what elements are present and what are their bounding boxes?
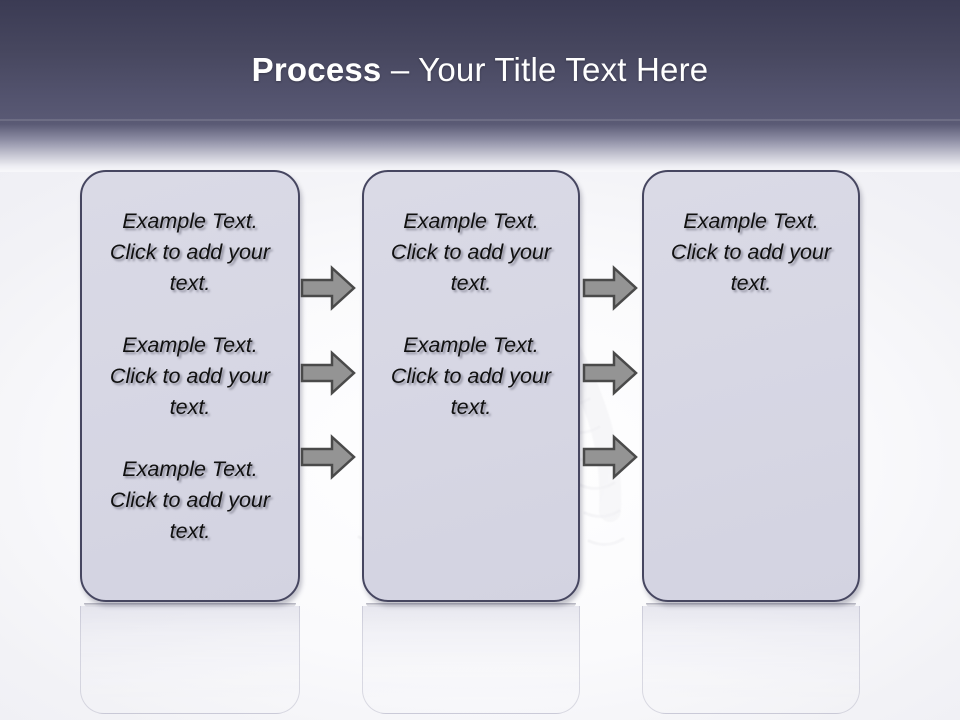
arrow-right-2-middle[interactable] (582, 350, 638, 396)
arrow-right-2-top[interactable] (582, 265, 638, 311)
process-box-3-reflection-cap (646, 603, 856, 607)
arrow-right-icon (582, 350, 638, 396)
process-box-2[interactable]: Example Text. Click to add your text. Ex… (362, 170, 580, 602)
process-box-2-paragraph-1[interactable]: Example Text. Click to add your text. (390, 209, 552, 295)
process-box-1[interactable]: Example Text. Click to add your text. Ex… (80, 170, 300, 602)
slide-title: Process – Your Title Text Here (0, 50, 960, 90)
arrow-right-2-bottom[interactable] (582, 434, 638, 480)
process-box-1-paragraph-3[interactable]: Example Text. Click to add your text. (109, 457, 271, 543)
arrow-right-1-top[interactable] (300, 265, 356, 311)
arrow-right-1-middle[interactable] (300, 350, 356, 396)
title-banner-fade (0, 124, 960, 172)
process-box-1-paragraph-1[interactable]: Example Text. Click to add your text. (109, 209, 271, 295)
arrow-right-icon (300, 434, 356, 480)
process-box-1-paragraph-2[interactable]: Example Text. Click to add your text. (109, 333, 271, 419)
arrow-right-icon (582, 434, 638, 480)
process-box-3[interactable]: Example Text. Click to add your text. (642, 170, 860, 602)
arrow-right-icon (300, 350, 356, 396)
process-box-3-paragraph-1[interactable]: Example Text. Click to add your text. (670, 209, 832, 295)
process-box-3-reflection (642, 606, 860, 714)
process-box-2-paragraph-2[interactable]: Example Text. Click to add your text. (390, 333, 552, 419)
process-box-2-reflection-cap (366, 603, 576, 607)
arrow-right-icon (582, 265, 638, 311)
slide-title-rest: – Your Title Text Here (381, 51, 709, 88)
arrow-right-1-bottom[interactable] (300, 434, 356, 480)
process-box-2-reflection (362, 606, 580, 714)
process-box-1-reflection-cap (84, 603, 296, 607)
title-banner (0, 0, 960, 124)
arrow-right-icon (300, 265, 356, 311)
slide-title-bold: Process (251, 51, 382, 88)
title-banner-highlight (0, 119, 960, 121)
process-box-1-reflection (80, 606, 300, 714)
